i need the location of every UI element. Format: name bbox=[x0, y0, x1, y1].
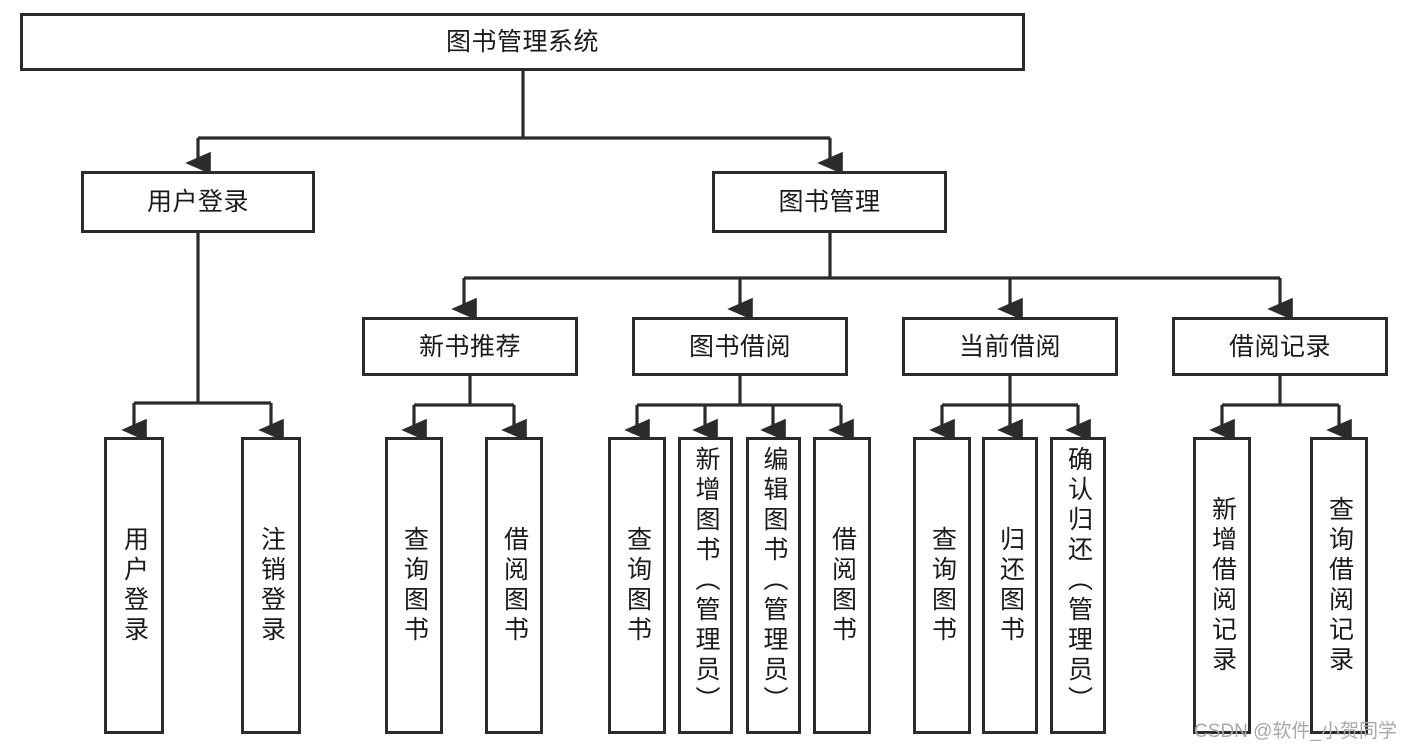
node-leaf-return-book-label: 归还图书 bbox=[996, 525, 1025, 646]
node-leaf-user-login[interactable]: 用户登录 bbox=[104, 437, 164, 734]
node-leaf-edit-book[interactable]: 编辑图书（管理员） bbox=[746, 437, 801, 734]
node-user-login[interactable]: 用户登录 bbox=[81, 171, 315, 233]
watermark-text: CSDN @软件_小贺同学 bbox=[1194, 721, 1397, 742]
node-leaf-confirm-return-label: 确认归还（管理员） bbox=[1064, 446, 1093, 716]
node-leaf-add-record[interactable]: 新增借阅记录 bbox=[1193, 437, 1251, 734]
node-leaf-query-book-3-label: 查询图书 bbox=[928, 525, 957, 646]
node-new-book-recommend[interactable]: 新书推荐 bbox=[362, 317, 578, 376]
node-book-management[interactable]: 图书管理 bbox=[712, 171, 947, 233]
node-leaf-borrow-book-2[interactable]: 借阅图书 bbox=[813, 437, 871, 734]
node-leaf-user-login-label: 用户登录 bbox=[120, 525, 149, 646]
node-leaf-query-book-1[interactable]: 查询图书 bbox=[385, 437, 443, 734]
node-leaf-query-record[interactable]: 查询借阅记录 bbox=[1310, 437, 1368, 734]
node-leaf-query-book-2[interactable]: 查询图书 bbox=[608, 437, 666, 734]
node-leaf-borrow-book-1-label: 借阅图书 bbox=[500, 525, 529, 646]
node-root-label: 图书管理系统 bbox=[445, 28, 599, 56]
node-user-login-label: 用户登录 bbox=[146, 188, 249, 216]
node-current-borrow[interactable]: 当前借阅 bbox=[902, 317, 1118, 376]
node-borrow-record-label: 借阅记录 bbox=[1228, 332, 1331, 361]
node-leaf-query-book-2-label: 查询图书 bbox=[623, 525, 652, 646]
node-leaf-return-book[interactable]: 归还图书 bbox=[982, 437, 1038, 734]
node-book-borrow-label: 图书借阅 bbox=[688, 332, 791, 361]
node-book-borrow[interactable]: 图书借阅 bbox=[632, 317, 848, 376]
node-new-book-recommend-label: 新书推荐 bbox=[418, 332, 521, 361]
node-root[interactable]: 图书管理系统 bbox=[20, 13, 1025, 71]
node-leaf-add-book[interactable]: 新增图书（管理员） bbox=[678, 437, 733, 734]
node-leaf-borrow-book-2-label: 借阅图书 bbox=[828, 525, 857, 646]
node-leaf-logout-label: 注销登录 bbox=[257, 525, 286, 646]
node-leaf-confirm-return[interactable]: 确认归还（管理员） bbox=[1050, 437, 1106, 734]
node-leaf-add-book-label: 新增图书（管理员） bbox=[692, 446, 720, 716]
node-leaf-logout[interactable]: 注销登录 bbox=[241, 437, 301, 734]
node-leaf-add-record-label: 新增借阅记录 bbox=[1208, 495, 1237, 676]
node-borrow-record[interactable]: 借阅记录 bbox=[1172, 317, 1388, 376]
node-book-management-label: 图书管理 bbox=[778, 188, 881, 216]
node-leaf-borrow-book-1[interactable]: 借阅图书 bbox=[485, 437, 543, 734]
node-leaf-query-book-3[interactable]: 查询图书 bbox=[913, 437, 971, 734]
node-current-borrow-label: 当前借阅 bbox=[958, 332, 1061, 361]
node-leaf-query-record-label: 查询借阅记录 bbox=[1325, 495, 1354, 676]
node-leaf-edit-book-label: 编辑图书（管理员） bbox=[760, 446, 788, 716]
node-leaf-query-book-1-label: 查询图书 bbox=[400, 525, 429, 646]
